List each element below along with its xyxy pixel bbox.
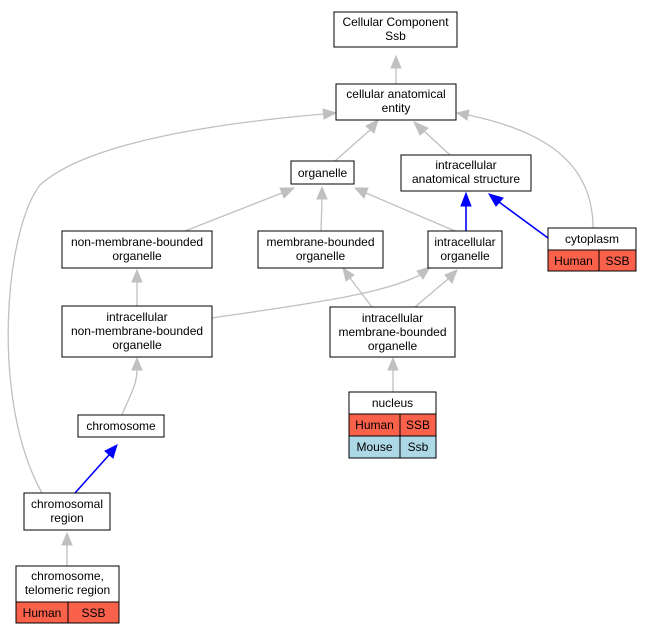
edge-mbo-to-organelle-arrow	[316, 185, 328, 200]
node-label-line: intracellular	[434, 235, 495, 249]
node-chromosomal-region[interactable]: chromosomal region	[23, 492, 111, 531]
annotation-gene-ssb: SSB	[406, 418, 430, 432]
node-label-line: organelle	[440, 249, 490, 263]
node-cytoplasm[interactable]: cytoplasm Human SSB	[547, 227, 637, 272]
edge-io-to-organelle-arrow	[353, 187, 369, 199]
node-intracellular-anatomical-structure[interactable]: intracellular anatomical structure	[400, 154, 532, 192]
annotation-species-mouse: Mouse	[356, 440, 392, 454]
node-membrane-bounded-organelle[interactable]: membrane-bounded organelle	[257, 230, 384, 269]
node-label-line: organelle	[298, 166, 348, 180]
node-label-line: cellular anatomical	[346, 87, 445, 101]
node-label-line: chromosome	[86, 419, 156, 433]
edge-cytoplasm-to-ias-arrow	[487, 193, 504, 207]
edge-ias-to-cae-arrow	[413, 121, 429, 136]
node-cellular-anatomical-entity[interactable]: cellular anatomical entity	[335, 83, 457, 121]
node-label-line: membrane-bounded	[266, 235, 374, 249]
edges	[7, 54, 594, 566]
annotation-gene-ssb: Ssb	[408, 440, 429, 454]
edge-chromreg-to-chromosome-arrow	[104, 444, 118, 459]
node-chromosome[interactable]: chromosome	[77, 414, 165, 438]
node-chromosome-telomeric-region[interactable]: chromosome, telomeric region Human SSB	[15, 565, 120, 624]
edge-cytoplasm-to-ias	[498, 201, 549, 239]
node-intracellular-membrane-bounded-organelle[interactable]: intracellular membrane-bounded organelle	[329, 306, 456, 358]
node-label-line: membrane-bounded	[338, 325, 446, 339]
edge-cytoplasm-to-cae	[467, 114, 594, 229]
node-label-line: organelle	[112, 338, 162, 352]
node-label-line: nucleus	[372, 396, 413, 410]
edge-chromreg-to-chromosome	[74, 454, 110, 494]
edge-chromosome-to-inmbo	[121, 369, 138, 416]
node-label-line: non-membrane-bounded	[71, 324, 203, 338]
edge-organelle-to-cae-arrow	[365, 119, 379, 134]
edge-imbo-to-mbo	[349, 277, 373, 308]
node-intracellular-organelle[interactable]: intracellular organelle	[427, 230, 503, 269]
annotation-cell-gene	[67, 601, 120, 624]
annotation-species-human: Human	[23, 606, 62, 620]
edge-chromosome-to-inmbo-arrow	[131, 356, 143, 371]
node-intracellular-non-membrane-bounded-organelle[interactable]: intracellular non-membrane-bounded organ…	[61, 305, 213, 358]
node-label-line: telomeric region	[25, 583, 110, 597]
annotation-species-human: Human	[554, 254, 593, 268]
edge-imbo-to-io-arrow	[444, 269, 458, 284]
annotation-species-human: Human	[355, 418, 394, 432]
node-label-line: cytoplasm	[565, 232, 619, 246]
edge-nmbo-to-organelle-arrow	[279, 187, 296, 199]
node-organelle[interactable]: organelle	[290, 160, 355, 185]
node-non-membrane-bounded-organelle[interactable]: non-membrane-bounded organelle	[61, 230, 213, 269]
annotation-cell-gene	[399, 435, 437, 459]
edge-inmbo-to-io	[211, 274, 421, 319]
node-label-line: organelle	[112, 249, 162, 263]
edge-imbo-to-mbo-arrow	[342, 266, 355, 282]
node-label-line: Cellular Component	[342, 15, 449, 29]
edge-imbo-to-io	[414, 278, 449, 308]
annotation-gene-ssb: SSB	[605, 254, 629, 268]
annotation-cell-gene	[598, 249, 637, 272]
edge-nmbo-to-organelle	[184, 192, 283, 232]
edge-cytoplasm-to-cae-arrow	[455, 109, 470, 121]
edge-cae-to-root-arrow	[390, 54, 402, 69]
node-label-line: Ssb	[385, 29, 406, 43]
edge-chromreg-to-cae	[7, 113, 325, 494]
node-label-line: anatomical structure	[412, 172, 520, 186]
edge-io-to-organelle	[365, 192, 456, 232]
edge-inmbo-to-nmbo-arrow	[131, 268, 143, 283]
node-label-line: chromosomal	[31, 497, 103, 511]
edge-nucleus-to-imbo-arrow	[387, 356, 399, 371]
edge-io-to-ias-arrow	[460, 191, 472, 207]
edge-mbo-to-organelle	[320, 198, 323, 232]
node-label-line: non-membrane-bounded	[71, 235, 203, 249]
edge-inmbo-to-io-arrow	[416, 266, 432, 280]
node-label-line: region	[50, 511, 83, 525]
edge-organelle-to-cae	[334, 129, 371, 162]
node-label-line: intracellular	[435, 158, 496, 172]
node-label-line: chromosome,	[31, 569, 104, 583]
node-label-line: intracellular	[362, 311, 423, 325]
edge-telomeric-to-chromreg-arrow	[61, 531, 73, 546]
node-label-line: intracellular	[106, 310, 167, 324]
edge-chromreg-to-cae-arrow	[322, 108, 338, 120]
node-nucleus[interactable]: nucleus Human SSB Mouse Ssb	[348, 391, 437, 459]
edge-ias-to-cae	[423, 130, 451, 156]
annotation-gene-ssb: SSB	[81, 606, 105, 620]
node-label-line: organelle	[368, 339, 418, 353]
node-cellular-component[interactable]: Cellular Component Ssb	[333, 11, 458, 48]
node-label-line: entity	[382, 101, 411, 115]
node-label-line: organelle	[296, 249, 346, 263]
